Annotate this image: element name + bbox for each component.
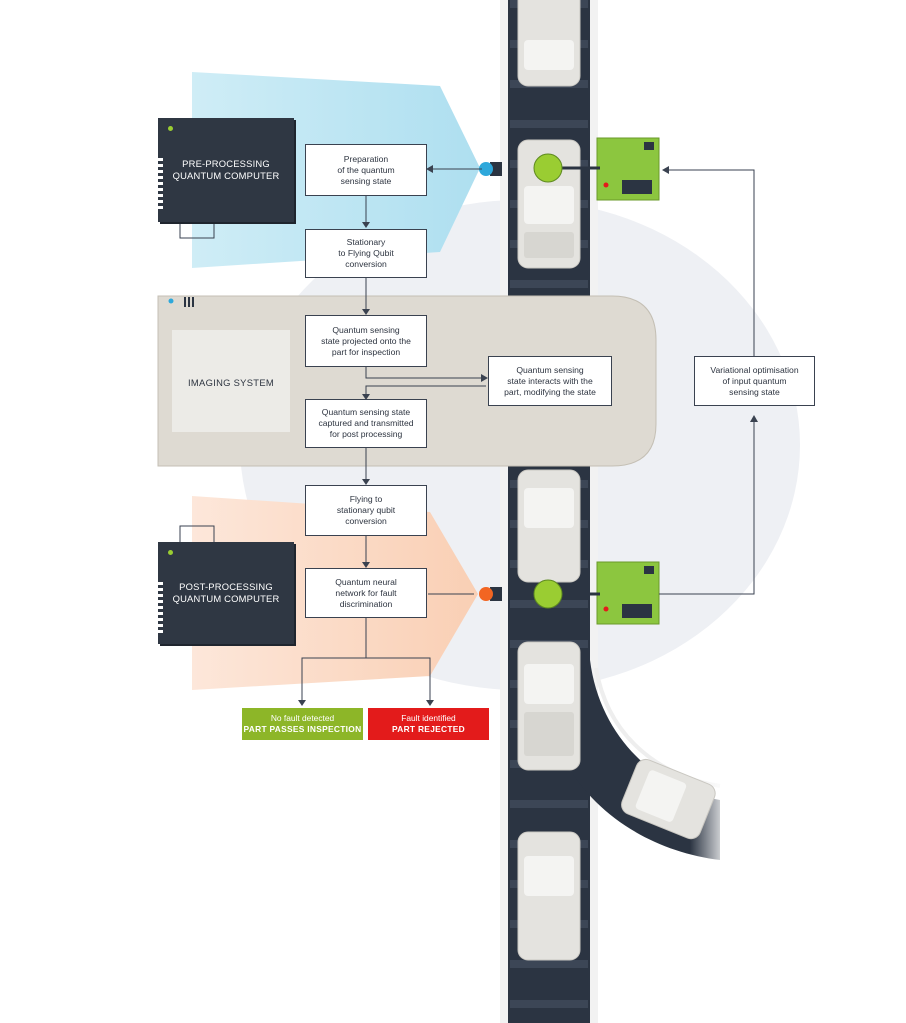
car-icon — [517, 831, 581, 961]
step-captured: Quantum sensing state captured and trans… — [305, 399, 427, 448]
flow-arrowheads — [298, 165, 758, 706]
step-stationary-to-flying: Stationary to Flying Qubit conversion — [305, 229, 427, 278]
outcome-reject: Fault identified PART REJECTED — [368, 708, 489, 740]
step-interacts: Quantum sensing state interacts with the… — [488, 356, 612, 406]
vent-stripes — [157, 158, 163, 212]
post-processing-quantum-computer: POST-PROCESSING QUANTUM COMPUTER — [157, 542, 294, 644]
step-projected: Quantum sensing state projected onto the… — [305, 315, 427, 367]
imaging-system-label: IMAGING SYSTEM — [188, 377, 274, 388]
outcome-pass-line2: PART PASSES INSPECTION — [243, 724, 362, 734]
outcome-reject-line1: Fault identified — [401, 713, 456, 724]
outcome-pass-line1: No fault detected — [270, 713, 335, 724]
step-variational-optimisation: Variational optimisation of input quantu… — [694, 356, 815, 406]
step-preparation: Preparation of the quantum sensing state — [305, 144, 427, 196]
sensor-orange-icon — [479, 587, 502, 601]
pre-processing-quantum-computer: PRE-PROCESSING QUANTUM COMPUTER — [157, 118, 294, 222]
post-processing-label: POST-PROCESSING QUANTUM COMPUTER — [172, 580, 280, 604]
car-icon — [621, 758, 716, 840]
imaging-system-housing — [157, 295, 657, 467]
control-unit-icon — [533, 561, 660, 625]
car-icon — [517, 139, 581, 269]
vent-stripes — [157, 582, 163, 636]
outcome-pass: No fault detected PART PASSES INSPECTION — [242, 708, 363, 740]
status-led — [168, 550, 173, 555]
control-unit-icon — [533, 137, 660, 201]
outcome-reject-line2: PART REJECTED — [391, 724, 466, 734]
step-flying-to-stationary: Flying to stationary qubit conversion — [305, 485, 427, 536]
step-neural-network: Quantum neural network for fault discrim… — [305, 568, 427, 618]
sensor-blue-icon — [479, 162, 502, 176]
car-icon — [517, 0, 581, 87]
status-led — [168, 126, 173, 131]
flow-connectors — [301, 168, 755, 704]
car-icon — [517, 469, 581, 583]
pre-processing-label: PRE-PROCESSING QUANTUM COMPUTER — [172, 157, 280, 181]
car-icon — [517, 641, 581, 771]
